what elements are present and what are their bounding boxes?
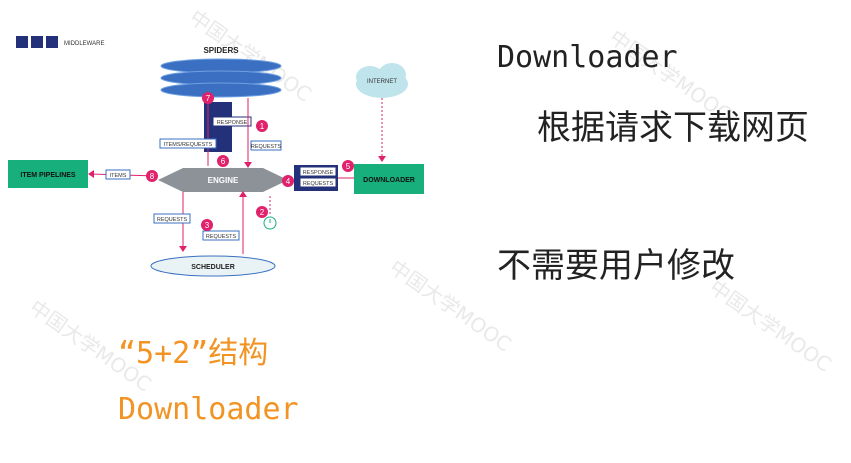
step-1: 1 — [256, 120, 268, 132]
scheduler-shape — [150, 255, 276, 277]
requests-mid-tag — [299, 177, 337, 188]
step-4: 4 — [282, 175, 294, 187]
requests-bottom-tag — [202, 230, 240, 241]
requests-mid-label: REQUESTS — [303, 181, 334, 187]
watermark: 中国大学MOOC — [705, 274, 836, 377]
items-tag — [105, 169, 131, 180]
svg-text:5: 5 — [346, 162, 351, 171]
scrapy-architecture-diagram: MIDDLEWARE SPIDERS INTERNET RESPONSE ITE… — [8, 36, 424, 277]
legend-label: MIDDLEWARE — [64, 41, 104, 47]
legend-swatch — [31, 36, 43, 48]
step-3: 3 — [201, 219, 213, 231]
svg-text:3: 3 — [205, 221, 210, 230]
step-5: 5 — [342, 160, 354, 172]
step-6: 6 — [217, 155, 229, 167]
downloader-description: 根据请求下载网页 — [537, 108, 809, 148]
items-requests-tag — [159, 138, 217, 149]
requests-right-label: REQUESTS — [251, 144, 282, 150]
structure-caption: “5+2”结构 — [118, 336, 269, 371]
svg-text:1: 1 — [260, 122, 265, 131]
downloader-box — [354, 164, 424, 194]
svg-text:6: 6 — [221, 157, 226, 166]
internet-cloud — [356, 63, 408, 98]
step-2: 2 — [256, 206, 268, 218]
downloader-label: DOWNLOADER — [363, 177, 415, 184]
requests-left-label: REQUESTS — [157, 217, 188, 223]
internet-arrowhead — [378, 156, 386, 162]
svg-text:7: 7 — [206, 94, 211, 103]
response-right-tag — [299, 166, 337, 177]
svg-text:8: 8 — [150, 172, 155, 181]
response-tag — [212, 116, 252, 127]
engine-shape — [158, 168, 288, 192]
requests-bottom-label: REQUESTS — [206, 234, 237, 240]
svg-text:4: 4 — [286, 177, 291, 186]
arrowhead — [239, 191, 247, 197]
scheduler-label: SCHEDULER — [191, 264, 235, 271]
internet-label: INTERNET — [367, 79, 397, 85]
component-caption: Downloader — [118, 392, 299, 427]
step-8: 8 — [146, 170, 158, 182]
requests-right-tag — [250, 140, 282, 151]
items-label: ITEMS — [110, 173, 127, 179]
items-requests-label: ITEMS/REQUESTS — [164, 142, 213, 148]
downloader-note: 不需要用户修改 — [497, 246, 735, 286]
response-tag-label: RESPONSE — [217, 120, 248, 126]
item-pipelines-label: ITEM PIPELINES — [20, 172, 76, 179]
requests-left-tag — [153, 213, 191, 224]
step-7: 7 — [202, 92, 214, 104]
response-right-label: RESPONSE — [303, 170, 334, 176]
legend-swatch — [16, 36, 28, 48]
arrowhead — [88, 170, 94, 178]
engine-label: ENGINE — [208, 176, 239, 185]
spiders-label: SPIDERS — [203, 46, 239, 55]
legend-swatch — [46, 36, 58, 48]
svg-text:2: 2 — [260, 208, 265, 217]
arrowhead — [179, 246, 187, 252]
spiders-stack — [160, 58, 282, 98]
arrowhead — [244, 162, 252, 168]
downloader-heading: Downloader — [497, 40, 678, 75]
item-pipelines-box — [8, 160, 88, 188]
